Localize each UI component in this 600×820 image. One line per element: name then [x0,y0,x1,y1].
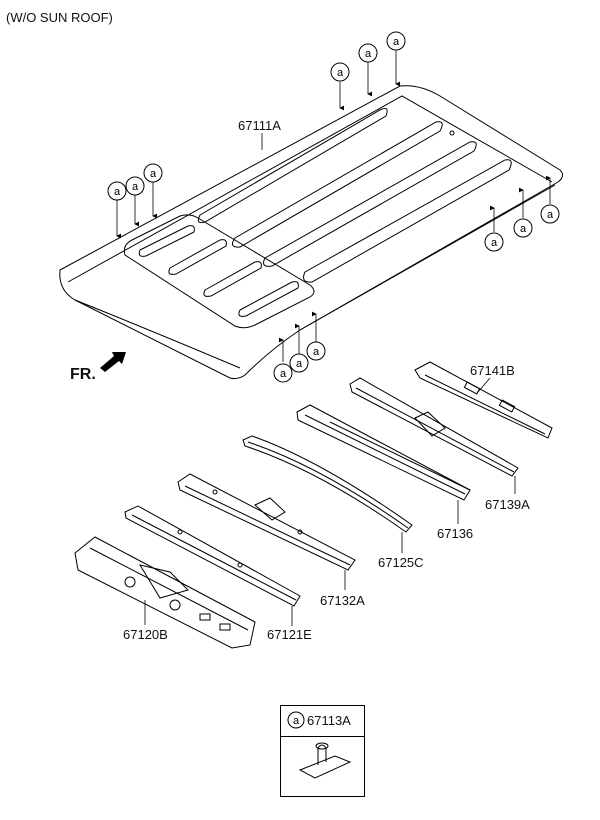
callout-a-9: a [540,204,560,224]
front-label: FR. [70,366,96,383]
clip-67113A-icon [298,742,352,779]
label-67120B: 67120B [123,627,168,642]
diagram-title: (W/O SUN ROOF) [6,10,113,25]
label-67141B: 67141B [470,363,515,378]
callout-a-12: a [306,341,326,361]
callout-a-11: a [289,353,309,373]
part-67141B [414,361,553,439]
callout-a-8: a [513,218,533,238]
part-67139A [349,377,519,477]
callout-a-2: a [358,43,378,63]
legend-ref-circle: a [287,711,305,729]
svg-text:a: a [547,209,554,221]
part-67136 [296,404,471,501]
callout-a-1: a [330,62,350,82]
callout-a-5: a [125,176,145,196]
legend-header: a 67113A [281,706,364,737]
callout-a-7: a [484,232,504,252]
svg-text:a: a [313,346,320,358]
label-67136: 67136 [437,526,474,541]
svg-text:a: a [280,368,287,380]
part-67120B [74,536,256,649]
svg-text:a: a [296,358,303,370]
svg-text:a: a [150,168,157,180]
svg-text:a: a [132,181,139,193]
label-67111A: 67111A [238,118,281,133]
label-67132A: 67132A [320,593,365,608]
svg-text:a: a [293,715,300,727]
part-67121E [124,505,301,607]
callout-arrows [116,50,551,362]
front-arrow-icon [100,352,126,372]
svg-text:a: a [337,67,344,79]
part-67125C [242,435,413,533]
callout-circles: a a a a a a a a a a a a [107,31,560,383]
leader-lines [144,133,516,626]
legend-part-number: 67113A [307,713,351,728]
svg-text:a: a [491,237,498,249]
callout-a-3: a [386,31,406,51]
callout-a-6: a [143,163,163,183]
callout-a-10: a [273,363,293,383]
svg-text:a: a [393,36,400,48]
label-67139A: 67139A [485,497,530,512]
svg-text:a: a [365,48,372,60]
part-67132A [177,473,356,571]
roof-panel [59,85,564,380]
label-67125C: 67125C [378,555,424,570]
legend-box: a 67113A [280,705,365,797]
svg-text:a: a [520,223,527,235]
svg-text:a: a [114,186,121,198]
callout-a-4: a [107,181,127,201]
label-67121E: 67121E [267,627,312,642]
